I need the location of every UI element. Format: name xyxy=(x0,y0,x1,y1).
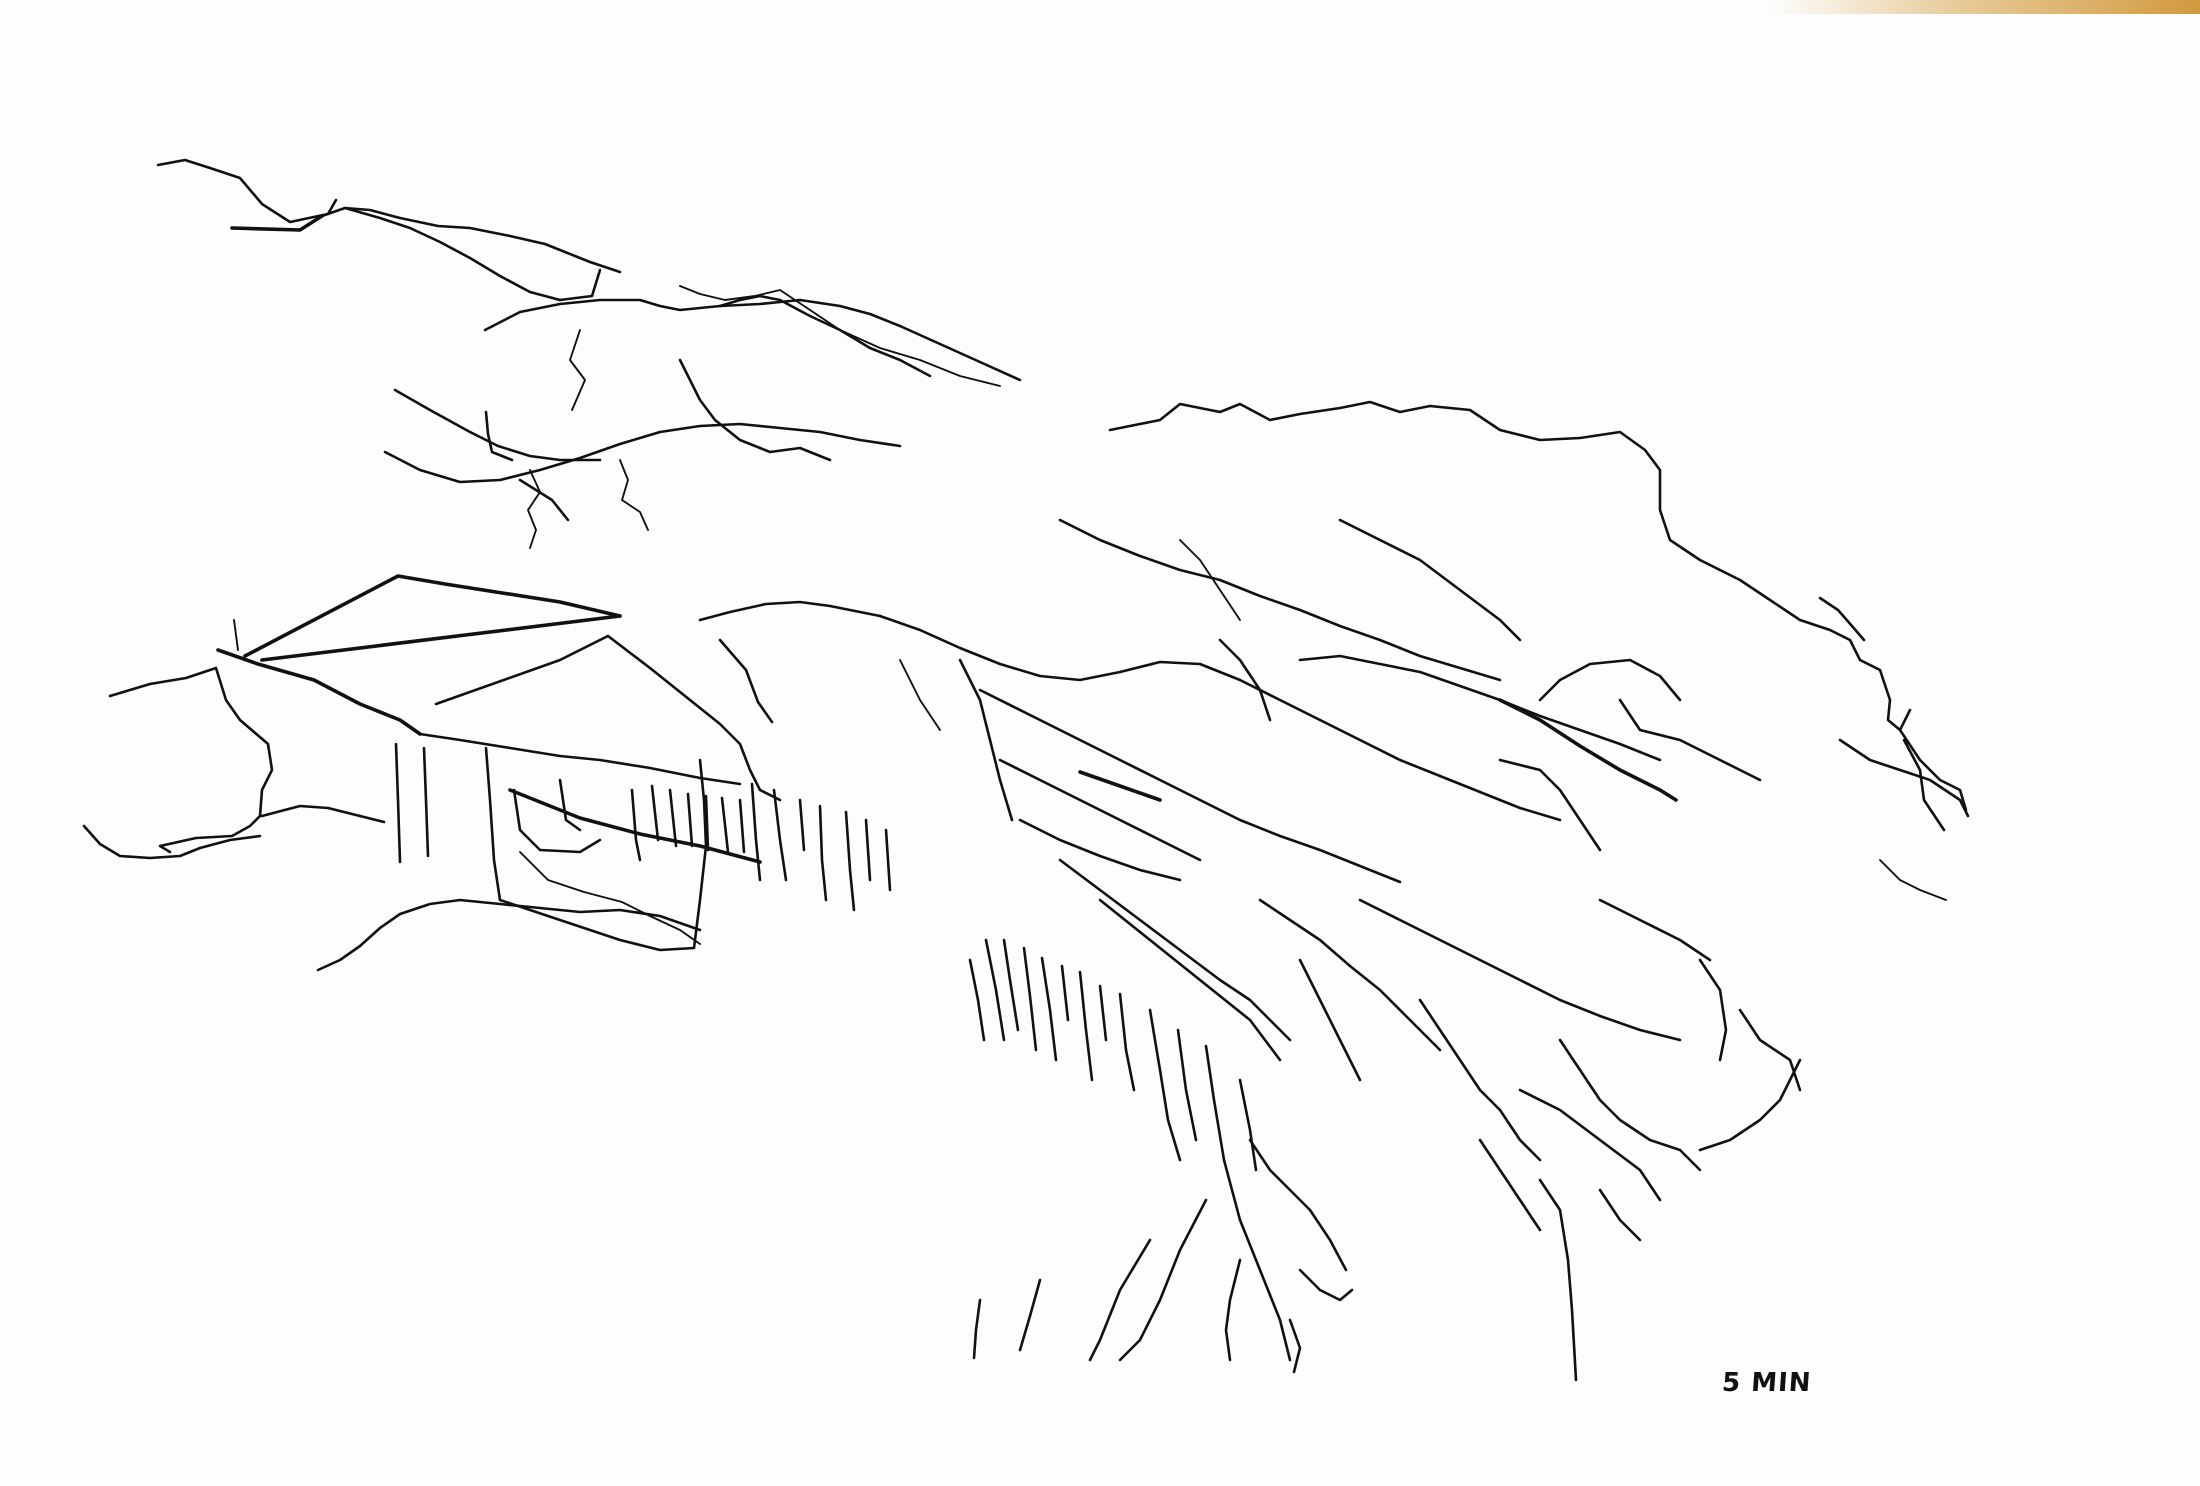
time-note: 5 MIN xyxy=(1720,1368,1813,1398)
paper-edge-strip xyxy=(1770,0,2200,14)
roof-structure xyxy=(216,574,782,802)
distant-ridge xyxy=(156,158,1022,387)
building-facade xyxy=(394,742,892,952)
middle-terrain xyxy=(698,518,1762,1062)
far-right-mountain xyxy=(1108,400,1970,901)
upper-left-hills xyxy=(383,329,902,549)
left-hills xyxy=(82,666,702,972)
lower-right-terrain xyxy=(1258,898,1802,1232)
foreground-hatching xyxy=(968,938,1642,1382)
